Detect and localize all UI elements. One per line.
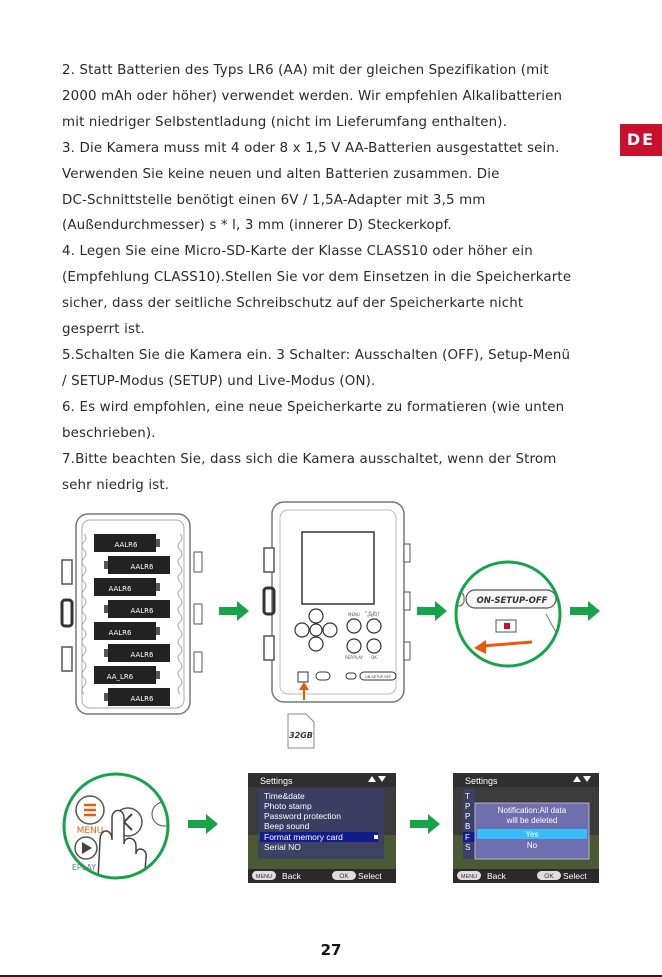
battery-cell: AALR6 xyxy=(104,600,170,618)
svg-text:AALR6: AALR6 xyxy=(109,629,133,637)
arrow-right-icon xyxy=(410,814,440,834)
arrow-right-icon xyxy=(570,601,600,621)
svg-text:OK: OK xyxy=(339,873,349,880)
svg-text:AALR6: AALR6 xyxy=(109,585,133,593)
settings-item: Time&date xyxy=(264,791,305,801)
svg-text:T: T xyxy=(465,792,470,801)
svg-text:AA_LR6: AA_LR6 xyxy=(107,673,134,681)
format-confirm-screen: Settings T P P B F S Notification:All da… xyxy=(453,773,599,883)
svg-text:F: F xyxy=(465,833,470,842)
settings-title: Settings xyxy=(465,776,498,786)
svg-text:AALR6: AALR6 xyxy=(115,541,139,549)
text-line: sehr niedrig ist. xyxy=(62,477,170,493)
text-line: beschrieben). xyxy=(62,425,156,441)
text-line: 7.Bitte beachten Sie, dass sich die Kame… xyxy=(62,451,557,467)
settings-item: Serial NO xyxy=(264,842,301,852)
camera-panel-figure: MENU SHOT REP.PLAY OK ON-SETUP-OFF 32GB xyxy=(262,501,411,749)
svg-text:P: P xyxy=(465,812,470,821)
settings-menu-screen: Settings Time&date Photo stamp Password … xyxy=(248,773,396,883)
text-line: 3. Die Kamera muss mit 4 oder 8 x 1,5 V … xyxy=(62,140,560,156)
svg-text:MENU: MENU xyxy=(461,874,477,880)
ok-button xyxy=(366,638,382,654)
notification-message: Notification:All data xyxy=(498,806,567,815)
battery-cell: AALR6 xyxy=(104,644,170,662)
arrow-right-icon xyxy=(417,601,447,621)
svg-text:Select: Select xyxy=(563,871,587,881)
menu-press-figure: MENU EPLAY xyxy=(62,772,170,880)
svg-text:AALR6: AALR6 xyxy=(131,651,155,659)
svg-text:Select: Select xyxy=(358,871,382,881)
yes-option: Yes xyxy=(525,830,538,839)
svg-text:ON-SETUP-OFF: ON-SETUP-OFF xyxy=(365,675,391,679)
text-line: 2000 mAh oder höher) verwendet werden. W… xyxy=(62,88,563,104)
text-line: 6. Es wird empfohlen, eine neue Speicher… xyxy=(62,399,565,415)
battery-cell: AA_LR6 xyxy=(94,666,160,684)
svg-text:AALR6: AALR6 xyxy=(131,695,155,703)
footer-divider xyxy=(0,975,662,977)
text-line: 5.Schalten Sie die Kamera ein. 3 Schalte… xyxy=(62,347,571,363)
settings-item-selected: Format memory card xyxy=(264,832,343,842)
svg-text:SHOT: SHOT xyxy=(368,612,380,617)
svg-text:AALR6: AALR6 xyxy=(131,563,155,571)
svg-text:ON-SETUP-OFF: ON-SETUP-OFF xyxy=(477,596,548,606)
settings-item: Beep sound xyxy=(264,821,310,831)
text-line: (Empfehlung CLASS10).Stellen Sie vor dem… xyxy=(62,270,572,286)
menu-icon xyxy=(84,803,96,817)
settings-item: Password protection xyxy=(264,811,341,821)
svg-text:S: S xyxy=(465,843,470,852)
battery-compartment-figure: AALR6 AALR6 AALR6 AALR6 AALR6 AALR6 AA_L… xyxy=(60,513,203,715)
svg-text:OK: OK xyxy=(371,655,377,660)
switch-zoom-figure: ON-SETUP-OFF xyxy=(454,560,562,668)
settings-item: Photo stamp xyxy=(264,801,312,811)
battery-cell: AALR6 xyxy=(94,534,160,552)
language-tab: DE xyxy=(620,124,662,156)
text-line: sicher, dass der seitliche Schreibschutz… xyxy=(62,296,524,312)
svg-text:AALR6: AALR6 xyxy=(131,607,155,615)
svg-text:P: P xyxy=(465,802,470,811)
menu-button xyxy=(346,618,362,634)
text-line: / SETUP-Modus (SETUP) und Live-Modus (ON… xyxy=(62,373,376,389)
page-number: 27 xyxy=(320,941,342,959)
battery-cell: AALR6 xyxy=(94,622,160,640)
text-line: (Außendurchmesser) s * l, 3 mm (innerer … xyxy=(62,218,452,234)
svg-text:MENU: MENU xyxy=(256,874,272,880)
battery-cell: AALR6 xyxy=(104,688,170,706)
battery-cell: AALR6 xyxy=(104,556,170,574)
text-line: 4. Legen Sie eine Micro-SD-Karte der Kla… xyxy=(62,244,533,260)
svg-text:REP.PLAY: REP.PLAY xyxy=(345,655,364,660)
svg-text:OK: OK xyxy=(544,873,554,880)
play-button xyxy=(346,638,362,654)
notification-message: will be deleted xyxy=(506,816,558,825)
dpad-buttons xyxy=(294,608,338,652)
settings-title: Settings xyxy=(260,776,293,786)
instruction-text: 2. Statt Batterien des Typs LR6 (AA) mit… xyxy=(62,58,622,498)
text-line: gesperrt ist. xyxy=(62,322,145,338)
svg-text:MENU: MENU xyxy=(348,612,360,617)
sd-card-icon: 32GB xyxy=(287,713,315,749)
arrow-right-icon xyxy=(188,814,218,834)
arrow-right-icon xyxy=(219,601,249,621)
svg-text:MENU: MENU xyxy=(77,826,104,836)
no-option: No xyxy=(527,841,538,850)
svg-text:32GB: 32GB xyxy=(289,731,313,740)
text-line: DC-Schnittstelle benötigt einen 6V / 1,5… xyxy=(62,192,486,208)
battery-cell: AALR6 xyxy=(94,578,160,596)
text-line: Verwenden Sie keine neuen und alten Batt… xyxy=(62,166,500,182)
svg-text:Back: Back xyxy=(282,871,302,881)
text-line: 2. Statt Batterien des Typs LR6 (AA) mit… xyxy=(62,63,549,78)
shot-button xyxy=(366,618,382,634)
svg-text:B: B xyxy=(465,822,470,831)
camera-screen xyxy=(301,531,375,605)
svg-text:Back: Back xyxy=(487,871,507,881)
text-line: mit niedriger Selbstentladung (nicht im … xyxy=(62,114,508,130)
